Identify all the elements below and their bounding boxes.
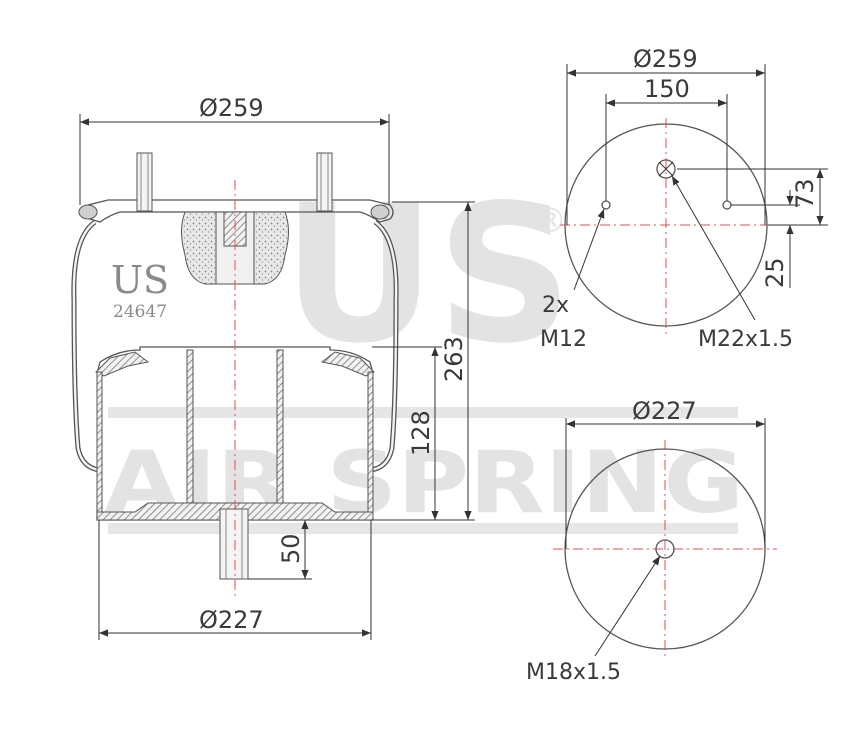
bottom-stud-hole (655, 539, 675, 559)
dim-piston-height: 128 (407, 410, 435, 456)
callout-studs-thread: M12 (540, 327, 587, 352)
dim-bolt-spacing: 150 (644, 75, 690, 103)
stud-hole-right (722, 200, 732, 210)
top-stud-right (316, 152, 333, 212)
side-part-number: 24647 (113, 302, 167, 322)
dim-height: 263 (440, 336, 468, 382)
leader-bottom-stud (594, 555, 661, 657)
leader-studs (573, 208, 605, 291)
piston-wall-left (96, 371, 103, 519)
piston-wall-right (367, 371, 374, 519)
watermark-bar-bottom (108, 523, 738, 534)
bead-right (370, 204, 390, 220)
dim-top-diameter: Ø259 (633, 45, 698, 73)
bead-left (78, 204, 98, 220)
side-view: US 24647 Ø259 Ø227 263 128 50 (71, 94, 475, 640)
air-fitting-hole (656, 159, 676, 179)
piston-inner-column-right (276, 349, 284, 521)
top-stud-left (136, 152, 153, 212)
dim-offset-25: 25 (761, 257, 789, 288)
side-brand-label: US (111, 258, 169, 302)
piston (96, 346, 373, 521)
dim-side-bottom-diameter: Ø227 (199, 606, 264, 634)
dim-side-top-diameter: Ø259 (199, 94, 264, 122)
bottom-stud (219, 508, 249, 580)
callout-air-fitting: M22x1.5 (698, 327, 793, 352)
leader-air-fitting (671, 175, 756, 321)
dim-offset-73: 73 (791, 178, 819, 209)
stud-hole-left (601, 200, 611, 210)
bottom-view: Ø227 M18x1.5 (526, 397, 777, 685)
callout-bottom-stud-thread: M18x1.5 (526, 660, 621, 685)
piston-inner-column-left (186, 349, 194, 521)
dim-bottom-diameter: Ø227 (632, 397, 697, 425)
watermark-registered-mark: ® (533, 201, 567, 241)
top-view: Ø259 150 73 25 2x M12 M22x1.5 (540, 45, 828, 352)
piston-rim (95, 351, 150, 377)
watermark-bar-top (108, 407, 738, 418)
dim-stud-length: 50 (277, 533, 305, 564)
callout-studs-count: 2x (542, 293, 569, 318)
